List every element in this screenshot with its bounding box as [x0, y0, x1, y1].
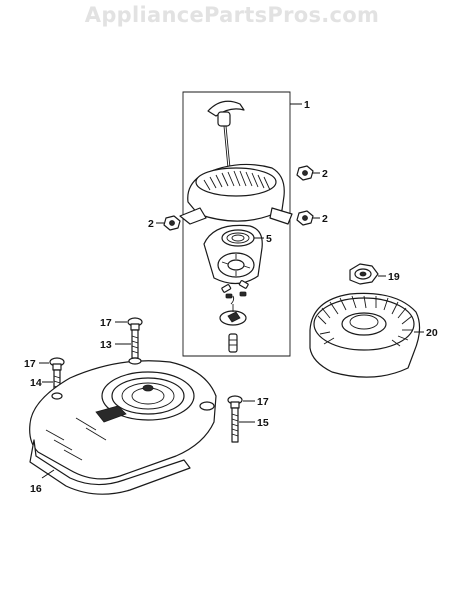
- callout-17a: 17: [100, 317, 127, 329]
- svg-text:2: 2: [148, 218, 154, 230]
- svg-text:20: 20: [426, 327, 438, 339]
- ratchet-cup: [219, 295, 247, 326]
- callout-17c: 17: [243, 396, 269, 408]
- svg-text:17: 17: [24, 358, 36, 370]
- flange-nut-2c: [296, 210, 314, 226]
- callout-2a: 2: [312, 168, 328, 180]
- flange-nut-2b: [163, 215, 181, 231]
- flywheel: [309, 292, 421, 378]
- assembly-bracket: [182, 91, 291, 357]
- callout-2c: 2: [312, 213, 328, 225]
- svg-text:13: 13: [100, 339, 112, 351]
- svg-text:2: 2: [322, 168, 328, 180]
- callout-13: 13: [100, 339, 131, 351]
- flywheel-nut: [349, 263, 379, 285]
- svg-text:16: 16: [30, 483, 42, 495]
- callout-1: 1: [290, 99, 310, 111]
- callout-2b: 2: [148, 218, 164, 230]
- svg-text:17: 17: [257, 396, 269, 408]
- callout-17b: 17: [24, 358, 49, 370]
- svg-text:1: 1: [304, 99, 310, 111]
- starter-handle: [207, 100, 245, 169]
- callout-19: 19: [378, 271, 400, 283]
- callout-5: 5: [254, 233, 272, 245]
- svg-text:2: 2: [322, 213, 328, 225]
- svg-text:19: 19: [388, 271, 400, 283]
- svg-text:15: 15: [257, 417, 269, 429]
- callout-20: 20: [414, 327, 438, 339]
- retainer-screw: [228, 333, 238, 353]
- blower-housing: [29, 357, 217, 495]
- svg-text:5: 5: [266, 233, 272, 245]
- recoil-spring-pulley: [203, 224, 263, 285]
- svg-text:17: 17: [100, 317, 112, 329]
- flange-nut-2a: [296, 165, 314, 181]
- callout-14: 14: [30, 377, 53, 389]
- bolt-15: [227, 395, 243, 443]
- svg-text:14: 14: [30, 377, 42, 389]
- bolt-13: [127, 317, 143, 359]
- callout-15: 15: [239, 417, 269, 429]
- starter-housing: [179, 163, 293, 225]
- bolt-14: [49, 357, 65, 395]
- callout-16: 16: [30, 469, 55, 495]
- watermark-text: AppliancePartsPros.com: [84, 3, 380, 27]
- pawls: [221, 280, 249, 299]
